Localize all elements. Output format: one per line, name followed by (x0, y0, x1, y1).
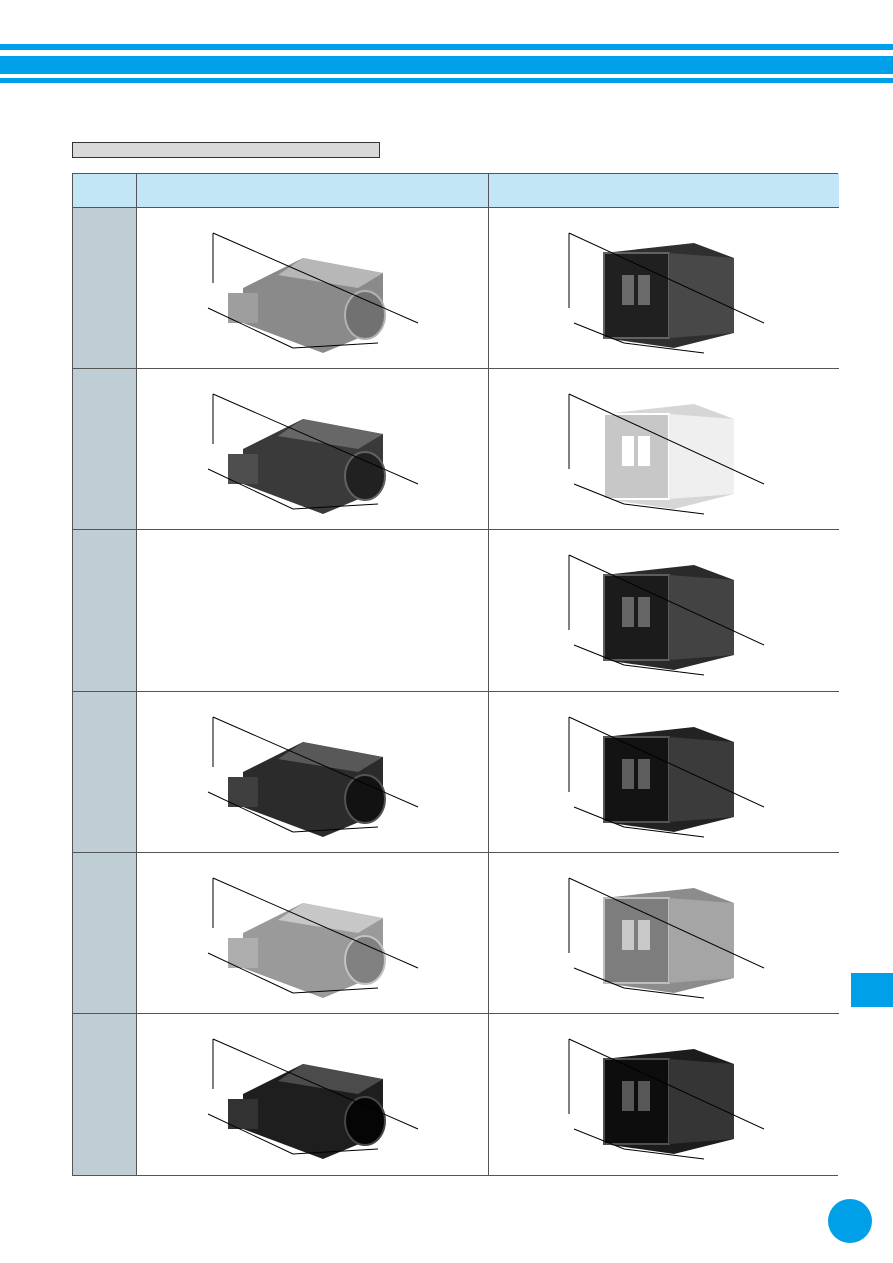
female-connector-cell (489, 369, 839, 531)
section-tab (851, 973, 893, 1007)
row-label (73, 530, 137, 692)
female-connector-cell (489, 1013, 839, 1175)
male-connector-image (207, 232, 418, 354)
dimension-lines (207, 1038, 418, 1155)
row-label (73, 208, 137, 370)
dimension-lines (568, 877, 765, 999)
dimension-lines (568, 1038, 765, 1160)
female-connector-illustration (603, 404, 734, 510)
row-label (73, 1013, 137, 1175)
female-connector-illustration (603, 726, 734, 832)
dimension-lines (207, 877, 418, 994)
female-connector-image (568, 1038, 765, 1160)
dimension-lines (568, 393, 765, 515)
male-connector-image (207, 1038, 418, 1160)
header-cell-row (73, 174, 137, 208)
row-label (73, 369, 137, 531)
female-connector-image (568, 393, 765, 515)
header-stripe-bottom (0, 78, 893, 83)
female-connector-cell (489, 530, 839, 692)
male-connector-cell (137, 1013, 489, 1175)
dimension-lines (568, 716, 765, 838)
female-connector-image (568, 554, 765, 676)
female-connector-illustration (603, 243, 734, 349)
female-connector-cell (489, 691, 839, 853)
male-connector-cell (137, 530, 489, 692)
dimension-lines (207, 716, 418, 833)
header-stripe-middle (0, 56, 893, 74)
male-connector-cell (137, 369, 489, 531)
male-connector-cell (137, 208, 489, 370)
female-connector-cell (489, 852, 839, 1014)
male-connector-illustration (227, 258, 386, 354)
header-cell-female (489, 174, 839, 208)
dimension-lines (568, 232, 765, 354)
female-connector-image (568, 716, 765, 838)
male-connector-illustration (227, 741, 386, 837)
female-connector-cell (489, 208, 839, 370)
female-connector-image (568, 877, 765, 999)
male-connector-illustration (227, 1064, 386, 1160)
header-stripe-top (0, 44, 893, 50)
male-connector-illustration (227, 419, 386, 515)
row-label (73, 691, 137, 853)
connector-table (72, 173, 839, 1176)
dimension-lines (207, 393, 418, 510)
page-number-badge (828, 1199, 872, 1243)
female-connector-illustration (603, 565, 734, 671)
section-title (72, 142, 380, 158)
dimension-lines (568, 554, 765, 676)
female-connector-image (568, 232, 765, 354)
header-cell-male (137, 174, 489, 208)
male-connector-cell (137, 852, 489, 1014)
female-connector-illustration (603, 887, 734, 993)
male-connector-image (207, 877, 418, 998)
row-label (73, 852, 137, 1014)
dimension-lines (207, 232, 418, 349)
male-connector-image (207, 393, 418, 515)
male-connector-cell (137, 691, 489, 853)
female-connector-illustration (603, 1049, 734, 1155)
male-connector-illustration (227, 902, 386, 998)
male-connector-image (207, 716, 418, 837)
